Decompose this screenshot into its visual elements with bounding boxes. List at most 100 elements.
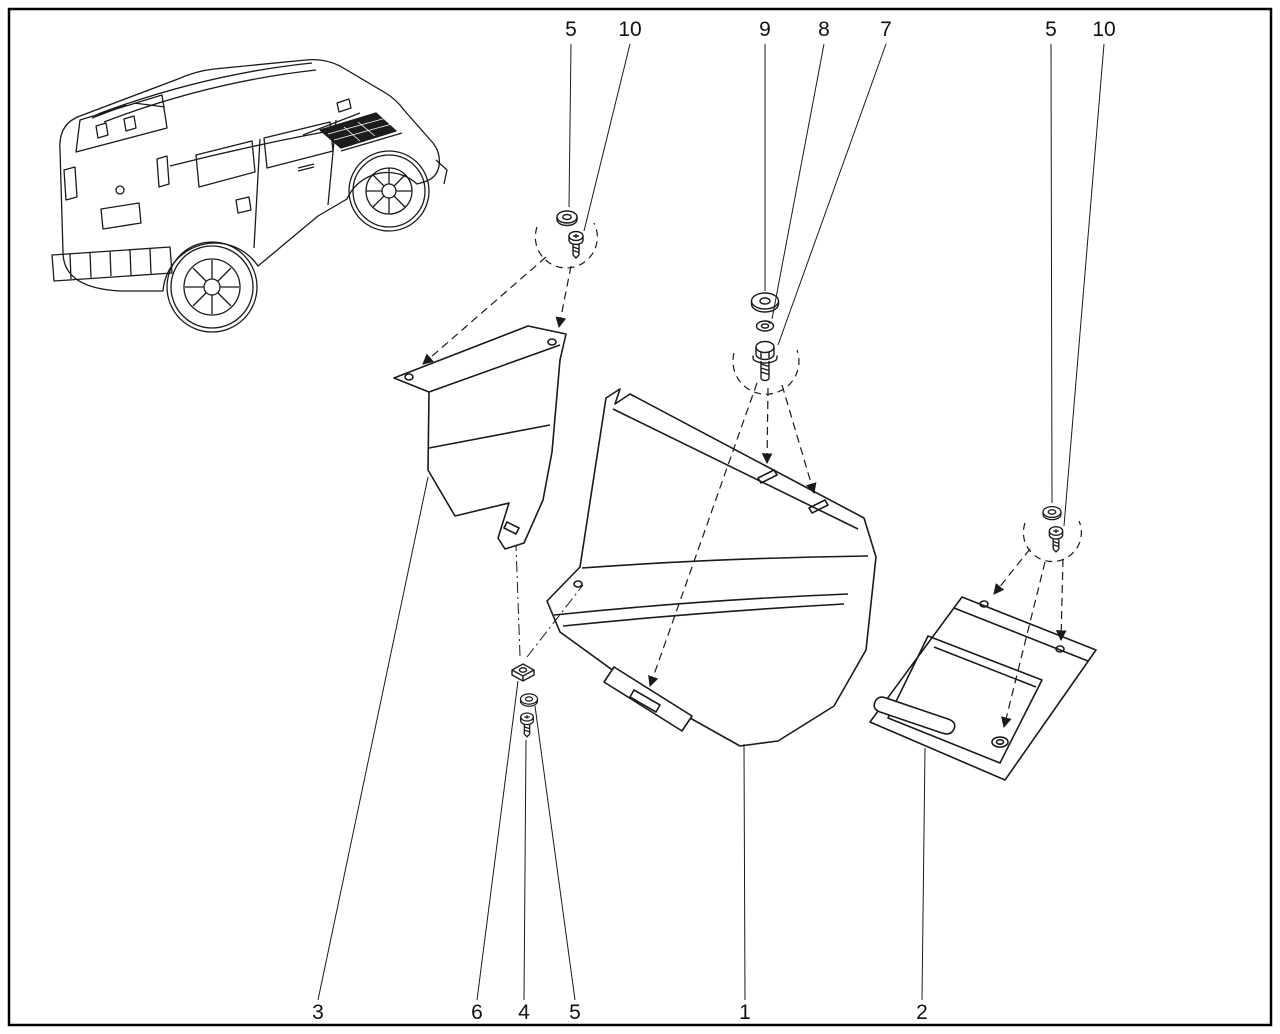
car-taillight-left (63, 166, 78, 201)
assembly-arrow-right-2 (1001, 561, 1046, 729)
leader-top-10-right (1063, 43, 1105, 527)
part-1-main-shield (546, 388, 877, 747)
car-taillight-right (156, 155, 170, 188)
car-rear-wipers (91, 102, 166, 119)
part-1-slot-1 (757, 469, 778, 484)
part-1-outline (546, 388, 877, 747)
callout-bottom-3: 3 (312, 1001, 324, 1024)
callout-labels: 5 10 9 8 7 5 10 3 6 4 5 1 2 (312, 18, 1116, 1024)
part-1-slot-2 (808, 499, 829, 514)
hood-shield-highlight (319, 112, 397, 149)
assembly-arrow-right-1 (993, 548, 1031, 595)
fastener-washer-8 (755, 320, 775, 332)
part-3-fold-mid (428, 424, 551, 449)
part-2-inner-panel (887, 635, 1043, 764)
car-door-seam-rear (253, 138, 261, 249)
callout-top-7: 7 (880, 18, 892, 41)
part-1-fold-floor (562, 603, 845, 627)
part-1-fold-wall-bottom (553, 593, 849, 616)
leader-bottom-4 (523, 739, 527, 1001)
car-rear-bumper (51, 246, 173, 282)
car-mirror (336, 98, 352, 113)
vehicle-illustration (51, 58, 448, 333)
assembly-arc-center (732, 349, 800, 395)
leader-top-8 (771, 43, 825, 320)
leader-lines (317, 43, 1105, 1001)
car-hood-opening-lines (302, 112, 403, 152)
leader-bottom-5 (534, 705, 576, 1001)
part-3-tab-slot (503, 521, 520, 535)
fastener-clip-nut-6 (511, 663, 535, 682)
centerline-flange-hole (526, 584, 584, 658)
fastener-screw-10-right (1048, 526, 1064, 553)
leader-bottom-2 (921, 747, 926, 1001)
leader-top-5-left (568, 43, 572, 208)
part-1-fold-back (612, 408, 859, 530)
assembly-guides (422, 222, 1082, 729)
part-1-flange-hole (573, 580, 583, 588)
car-roof-lines (97, 62, 317, 123)
car-rear-window (75, 94, 168, 153)
fastener-washer-5-mid (519, 693, 539, 707)
part-2-hole-top (979, 600, 989, 608)
part-2-grommet-outer (991, 736, 1009, 748)
assembly-arc-left (534, 222, 598, 269)
callout-top-10-right: 10 (1092, 18, 1115, 41)
part-2-hole-right (1055, 645, 1065, 653)
part-1-fold-wall-top (581, 555, 869, 569)
part-2-fold-top (953, 607, 1089, 662)
callout-bottom-2: 2 (916, 1001, 928, 1024)
car-front-bumper-tip (435, 159, 448, 185)
part-3-hole-right (547, 338, 557, 346)
assembly-arrow-left-1 (422, 256, 547, 365)
fastener-washer-9 (750, 292, 780, 313)
fastener-washer-5-left (556, 210, 578, 227)
assembly-arc-right (1022, 520, 1082, 563)
leader-top-7 (777, 43, 887, 346)
car-headrest-right (123, 115, 137, 132)
part-2-right-shield (869, 596, 1097, 781)
fastener-washer-5-right (1042, 505, 1062, 521)
car-side-window-rear (195, 140, 256, 188)
car-license-plate (100, 202, 142, 230)
callout-top-5-right: 5 (1045, 18, 1057, 41)
part-3-side-shield (393, 325, 567, 550)
leader-bottom-1 (743, 743, 746, 1001)
front-wheel-spokes (366, 168, 412, 214)
part-2-grommet-inner (995, 738, 1005, 745)
car-fuel-door (235, 196, 252, 214)
car-front-wheel (348, 150, 430, 232)
leader-top-5-right (1050, 43, 1053, 504)
rear-wheel-spokes (185, 260, 239, 314)
callout-bottom-6: 6 (471, 1001, 483, 1024)
leader-top-10-left (583, 43, 631, 232)
callout-top-9: 9 (759, 18, 771, 41)
callout-top-10-left: 10 (618, 18, 641, 41)
car-rear-wheel (166, 241, 258, 333)
callout-top-8: 8 (818, 18, 830, 41)
fastener-bolt-7 (752, 340, 778, 382)
assembly-arrow-center-2 (781, 384, 817, 495)
car-door-handle (297, 163, 315, 172)
part-2-outline (869, 596, 1097, 781)
assembly-arrow-left-2 (555, 265, 572, 329)
car-badge (115, 185, 125, 195)
part-1-tab-slot (629, 689, 661, 713)
callout-bottom-4: 4 (518, 1001, 530, 1024)
part-2-inner-fold (933, 646, 1037, 688)
car-bumper-ribs (69, 248, 152, 280)
fastener-screw-10-left (568, 230, 584, 259)
figure-frame (7, 7, 1273, 1027)
fastener-screw-4 (520, 712, 534, 738)
leader-bottom-3 (317, 476, 429, 1001)
assembly-arrow-center-long (648, 382, 758, 688)
callout-top-5-left: 5 (565, 18, 577, 41)
callout-bottom-5: 5 (569, 1001, 581, 1024)
assembly-arrow-center-1 (761, 387, 773, 465)
part-3-hole-left (404, 373, 414, 381)
callout-bottom-1: 1 (739, 1001, 751, 1024)
car-headrest-left (95, 122, 109, 139)
leader-bottom-6 (476, 680, 519, 1001)
